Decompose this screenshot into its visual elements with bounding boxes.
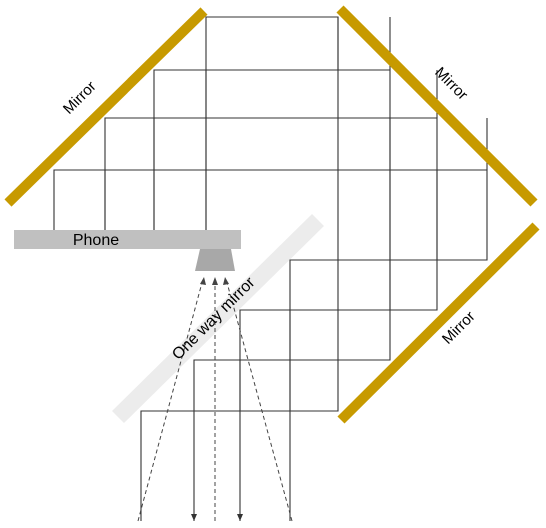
phone-label: Phone xyxy=(73,232,119,249)
phone xyxy=(14,230,241,249)
reflection-path-4 xyxy=(53,169,488,521)
mirror-bottom-right xyxy=(337,222,540,424)
sight-line-3 xyxy=(225,278,293,522)
reflection-grid-vertical xyxy=(104,17,488,411)
one-way-mirror xyxy=(112,213,324,424)
reflection-path-2 xyxy=(153,69,391,521)
sight-line-1 xyxy=(137,278,204,522)
reflection-grid-horizontal xyxy=(194,117,437,412)
reflection-path-1 xyxy=(140,16,339,521)
mirror-top-right xyxy=(336,5,538,207)
camera-lens xyxy=(195,249,235,271)
mirror-top-left xyxy=(4,7,208,207)
reflection-path-3 xyxy=(104,117,438,521)
mirror-top-left-label: Mirror xyxy=(60,78,100,118)
sight-lines xyxy=(137,277,293,522)
ray-arrowheads xyxy=(191,514,243,521)
